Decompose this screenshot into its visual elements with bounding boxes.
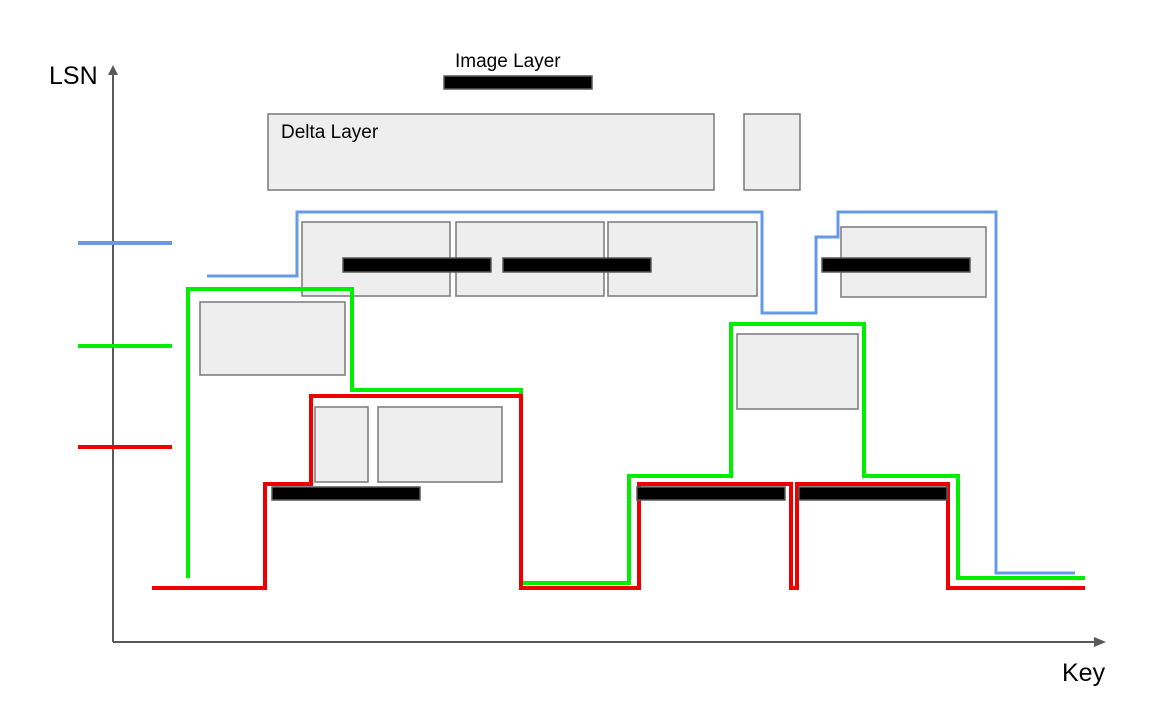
red-branch-line — [152, 394, 1085, 590]
y-axis-label: LSN — [49, 62, 98, 90]
green-mid-box — [736, 333, 859, 410]
green-left-box — [199, 301, 346, 376]
green-branch-line — [186, 287, 1085, 585]
blue-row-bar-2 — [502, 257, 652, 273]
blue-branch-line — [207, 210, 1075, 575]
step-line-group — [152, 210, 1085, 590]
bottom-bar-left — [636, 486, 786, 501]
x-axis-label: Key — [1062, 659, 1106, 687]
blue-row-box-3 — [607, 221, 758, 297]
red-left-bar — [271, 486, 421, 501]
delta-layer-box-main — [267, 113, 715, 191]
layer-bar-group — [271, 75, 971, 501]
axis-tick-group — [78, 241, 172, 449]
axes-group — [108, 65, 1106, 647]
layer-box-group — [199, 113, 987, 483]
delta-layer-box-right — [743, 113, 801, 191]
blue-row-bar-1 — [342, 257, 492, 273]
image-layer-label: Image Layer — [455, 51, 561, 72]
red-left-box-2 — [377, 406, 503, 483]
blue-row-bar-3 — [821, 257, 971, 273]
image-layer-bar — [443, 75, 593, 90]
delta-layer-label: Delta Layer — [281, 122, 379, 143]
red-left-box-1 — [314, 406, 369, 483]
bottom-bar-right — [798, 486, 948, 501]
